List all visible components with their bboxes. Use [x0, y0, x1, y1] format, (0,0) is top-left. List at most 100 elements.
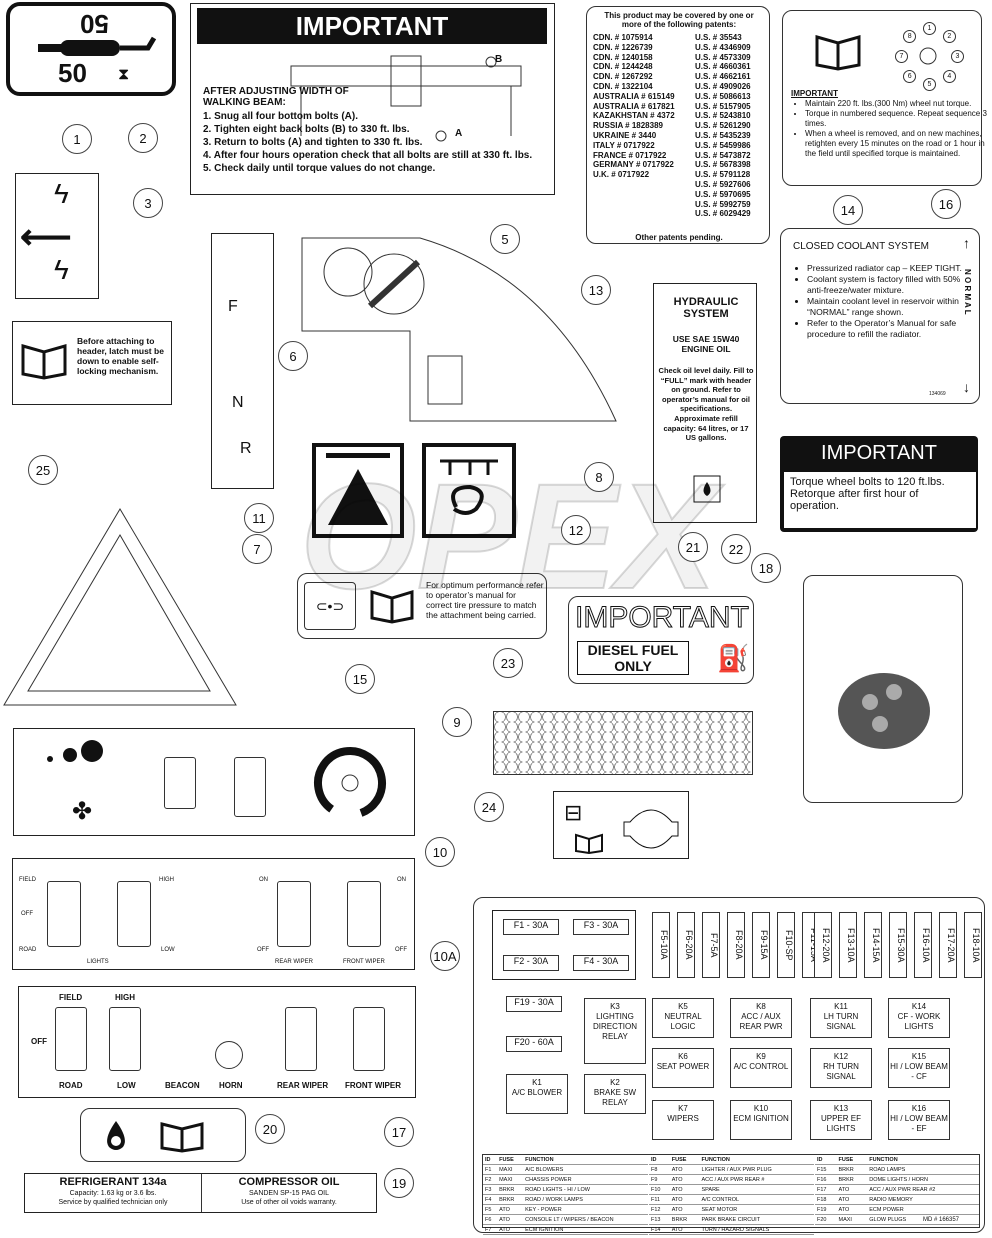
patent-left-7: AUSTRALIA # 617821 — [593, 101, 675, 111]
fuse-vertical[interactable]: F8-20A — [727, 912, 745, 978]
fuse-table-cell: RADIO MEMORY — [867, 1194, 979, 1205]
lights-switch-1[interactable] — [47, 881, 81, 947]
fuse-vertical[interactable]: F6-20A — [677, 912, 695, 978]
fuse-vertical[interactable]: F18-10A — [964, 912, 982, 978]
relay-id: K8 — [756, 1002, 766, 1011]
fuse-vertical[interactable]: F12-20A — [814, 912, 832, 978]
fuse-table-cell: GLOW PLUGS — [867, 1214, 979, 1225]
fuse-f3[interactable]: F3 - 30A — [573, 919, 629, 935]
rear-wiper-switch-10a[interactable] — [285, 1007, 317, 1071]
patent-right-2: U.S. # 4573309 — [695, 52, 751, 62]
d10a-front: FRONT WIPER — [345, 1081, 401, 1090]
fuse-table-cell: ATO — [669, 1184, 700, 1195]
lights-switch-2[interactable] — [117, 881, 151, 947]
decal-1: 50 50 ⧗ — [6, 2, 176, 96]
fuse-table-cell: F19 — [815, 1204, 837, 1215]
d10-lights: LIGHTS — [87, 959, 109, 965]
fuse-table-cell: ATO — [497, 1204, 524, 1215]
fuse-vertical[interactable]: F16-10A — [914, 912, 932, 978]
decal-10a: FIELD HIGH OFF ROAD LOW BEACON HORN REAR… — [18, 986, 416, 1098]
d10-on1: ON — [259, 877, 268, 883]
d10a-high: HIGH — [115, 993, 135, 1002]
fuse-f20[interactable]: F20 - 60A — [506, 1036, 562, 1052]
front-wiper-switch[interactable] — [347, 881, 381, 947]
bolt-number: 6 — [903, 69, 917, 83]
patent-right-18: U.S. # 6029429 — [695, 209, 751, 219]
d10-low: LOW — [161, 947, 175, 953]
callout-number: 24 — [474, 792, 504, 822]
fuse-vertical[interactable]: F9-15A — [752, 912, 770, 978]
decal-8-title: HYDRAULIC SYSTEM — [673, 296, 739, 320]
relay-label: SEAT POWER — [656, 1062, 710, 1071]
decal-19: REFRIGERANT 134a Capacity: 1.63 kg or 3.… — [24, 1173, 377, 1213]
book-icon — [575, 833, 603, 854]
arrow-up-icon: ↑ — [963, 235, 970, 251]
fuse-vertical[interactable]: F14-15A — [864, 912, 882, 978]
d10-front: FRONT WIPER — [343, 959, 385, 965]
fuse-table-cell: ATO — [669, 1224, 700, 1235]
fuse-f1[interactable]: F1 - 30A — [503, 919, 559, 935]
callout-number: 3 — [133, 188, 163, 218]
decal-22-title: IMPORTANT — [821, 442, 937, 464]
fuse-table-cell: F15 — [815, 1164, 837, 1175]
fuse-vertical[interactable]: F7-5A — [702, 912, 720, 978]
fuse-vertical[interactable]: F13-10A — [839, 912, 857, 978]
front-wiper-switch-10a[interactable] — [353, 1007, 385, 1071]
field-road-switch[interactable] — [55, 1007, 87, 1071]
callout-number: 9 — [442, 707, 472, 737]
fuse-vertical[interactable]: F15-30A — [889, 912, 907, 978]
bolt-number: 3 — [951, 50, 964, 63]
fuse-table-cell: BRKR — [497, 1194, 524, 1205]
label-b: B — [495, 54, 503, 65]
lightning-top-icon: ϟ — [54, 178, 69, 209]
fuse-table-cell: ECM IGNITION — [523, 1224, 648, 1235]
fuse-table-cell: ATO — [836, 1184, 868, 1195]
callout-number: 10 — [425, 837, 455, 867]
fuse-table-cell: LIGHTER / AUX PWR PLUG — [699, 1164, 814, 1175]
fuse-f4[interactable]: F4 - 30A — [573, 955, 629, 971]
decal-8: HYDRAULIC SYSTEM USE SAE 15W40 ENGINE OI… — [653, 283, 757, 523]
fuse-f2[interactable]: F2 - 30A — [503, 955, 559, 971]
fuse-table-cell: ATO — [669, 1204, 700, 1215]
fuse-table-cell: BRKR — [669, 1214, 700, 1225]
bolt-number: 2 — [942, 30, 956, 44]
callout-number: 17 — [384, 1117, 414, 1147]
patent-left-0: CDN. # 1075914 — [593, 33, 653, 42]
rear-wiper-switch[interactable] — [277, 881, 311, 947]
fuse-vertical[interactable]: F10-SP — [777, 912, 795, 978]
decal-14-title: IMPORTANT — [791, 89, 838, 98]
fuse-vertical[interactable]: F5-10A — [652, 912, 670, 978]
ac-switch[interactable] — [164, 757, 196, 809]
decal-10: FIELD OFF ROAD LIGHTS HIGH LOW ON OFF RE… — [12, 858, 415, 970]
high-low-switch[interactable] — [109, 1007, 141, 1071]
patents-footer: Other patents pending. — [635, 233, 723, 242]
horn-button[interactable] — [215, 1041, 243, 1069]
fuse-table-cell: ACC / AUX PWR REAR # — [699, 1174, 814, 1185]
fuse-f19[interactable]: F19 - 30A — [506, 996, 562, 1012]
fuse-table-head: FUSE — [836, 1155, 868, 1165]
wiper-switch[interactable] — [234, 757, 266, 817]
book-icon — [21, 344, 67, 380]
fuse-table-cell: ATO — [669, 1174, 700, 1185]
callout-number: 16 — [931, 189, 961, 219]
temperature-dial[interactable] — [310, 743, 390, 823]
patent-left-4: CDN. # 1267292 — [593, 72, 653, 82]
fuse-vertical[interactable]: F17-20A — [939, 912, 957, 978]
d10a-beacon: BEACON — [165, 1081, 200, 1090]
